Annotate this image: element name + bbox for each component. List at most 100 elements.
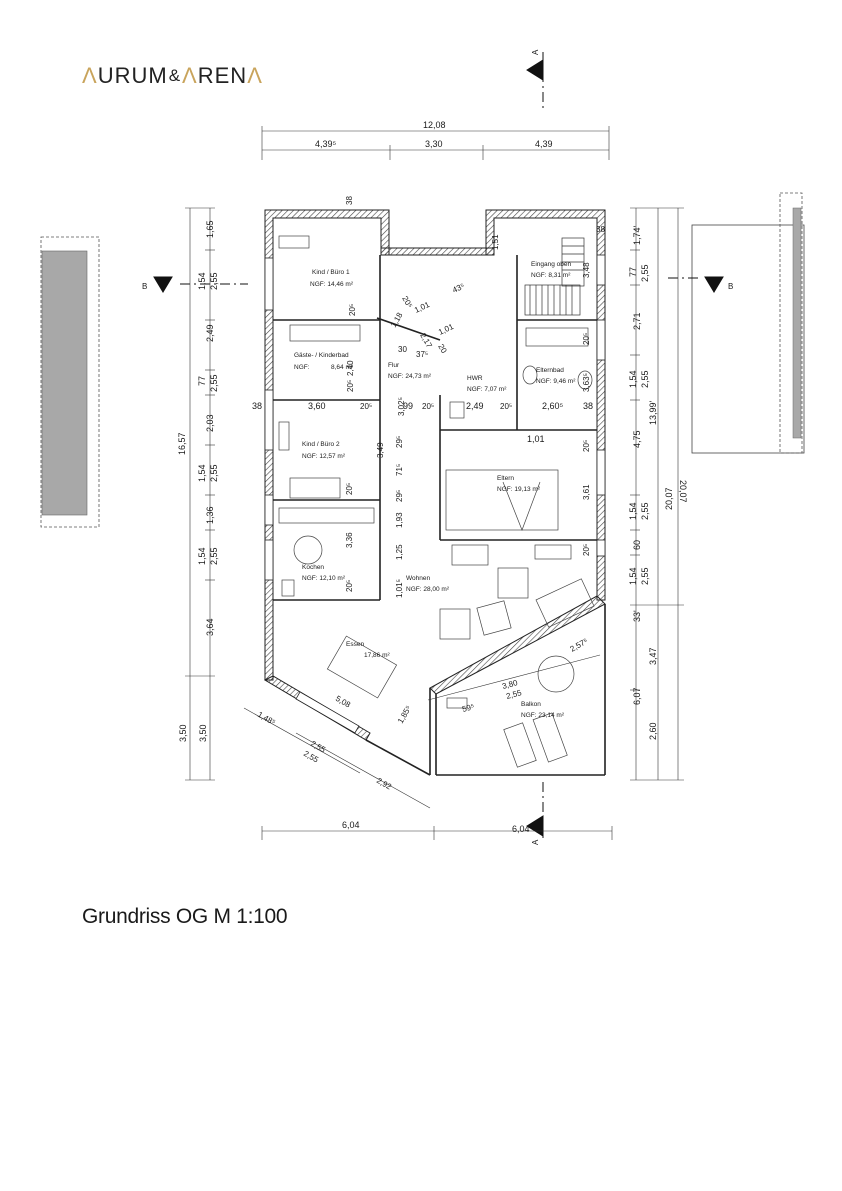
- dim-left: 3,50: [178, 724, 188, 742]
- dim-row: 38: [583, 401, 593, 411]
- room-name: Eltern: [497, 475, 514, 482]
- dim-left: 2,55: [209, 464, 219, 482]
- dim-row: 20⁵: [422, 402, 434, 411]
- dim-misc: 3,80: [501, 678, 519, 691]
- dim-misc: 2,57⁵: [569, 636, 590, 653]
- dim-right: 2,55: [640, 502, 650, 520]
- dim-right: 1,54: [628, 567, 638, 585]
- room-area: 8,64 m²: [331, 364, 354, 371]
- logo-a-glyph: Λ: [247, 63, 263, 88]
- dim-misc: 1,85⁵: [396, 704, 413, 725]
- dim-right: 1,54: [628, 502, 638, 520]
- dims-left: 16,57 1,65 1,54 2,55 2,49 77 2,55 2,03 1…: [177, 220, 219, 742]
- dim-right: 6,07: [632, 687, 642, 705]
- dim-misc: 20: [436, 343, 449, 356]
- dim-right-total: 20,07: [664, 487, 674, 510]
- dim-top-a: 4,39⁵: [315, 139, 337, 149]
- dims-right: 1,74' 77 2,55 2,71 1,54 2,55 13,99' 4,75…: [628, 225, 688, 740]
- dim-left: 77: [197, 376, 207, 386]
- dim-left: 3,64: [205, 618, 215, 636]
- dim-misc: 3,61: [582, 484, 591, 500]
- dim-right: 2,71: [632, 312, 642, 330]
- room-area: NGF: 12,10 m²: [302, 575, 346, 582]
- plan-caption: Grundriss OG M 1:100: [82, 905, 288, 928]
- dim-misc: 1,01⁵: [395, 579, 404, 598]
- dim-misc: 29⁵: [395, 436, 404, 448]
- dim-right: 2,60: [648, 722, 658, 740]
- dim-top-b: 3,30: [425, 139, 443, 149]
- dim-left: 2,49: [205, 324, 215, 342]
- logo-word-ren: REN: [197, 63, 248, 88]
- dim-right-mid: 13,99': [648, 400, 658, 425]
- dim-bottom-b: 6,04: [512, 824, 530, 834]
- dim-row: 99: [403, 401, 413, 411]
- dim-row: 3,60: [308, 401, 326, 411]
- dim-misc: 1,48⁵: [256, 710, 277, 727]
- dim-misc: 2,40: [346, 360, 355, 376]
- dim-left: 2,55: [209, 374, 219, 392]
- dim-misc: 43⁵: [451, 281, 466, 294]
- dim-right: 1,74': [632, 225, 642, 245]
- dim-misc: 3,36: [345, 532, 354, 548]
- dim-right: 2,55: [640, 370, 650, 388]
- dim-left-total: 16,57: [177, 432, 187, 455]
- interior-walls: [273, 255, 606, 776]
- room-name: Kind / Büro 2: [302, 441, 340, 448]
- logo-word-urum: URUM: [97, 63, 168, 88]
- dim-misc: 20⁵: [348, 304, 357, 316]
- dim-right: 2,55: [640, 567, 650, 585]
- dim-wall-38: 38: [345, 196, 354, 205]
- room-area: NGF: 14,46 m²: [310, 281, 354, 288]
- stairs: [524, 237, 585, 316]
- dim-left: 2,55: [209, 272, 219, 290]
- dim-right: 2,55: [640, 264, 650, 282]
- dim-right: 33': [632, 610, 642, 622]
- logo-a-glyph: Λ: [182, 63, 198, 88]
- logo-ampersand: &: [168, 66, 182, 85]
- dim-right: 1,54: [628, 370, 638, 388]
- dim-misc: 2,17: [418, 332, 434, 350]
- room-area: NGF: 9,46 m²: [536, 378, 576, 385]
- section-label-b-right: B: [728, 282, 733, 291]
- room-name: Eingang oben: [531, 261, 572, 268]
- dim-row: 38: [252, 401, 262, 411]
- room-area: NGF: 28,00 m²: [406, 586, 450, 593]
- dimension-lines: [185, 126, 684, 840]
- dim-top-total: 12,08: [423, 120, 446, 130]
- dim-left: 3,50: [198, 724, 208, 742]
- room-area: NGF: 12,57 m²: [302, 453, 346, 460]
- dim-misc: 3,02⁵: [397, 397, 406, 416]
- dim-misc: 20⁵: [346, 380, 355, 392]
- room-name: Gäste- / Kinderbad: [294, 352, 349, 359]
- dim-misc: 71⁵: [395, 464, 404, 476]
- room-area: NGF: 24,73 m²: [388, 373, 432, 380]
- dim-misc: 1,93: [395, 512, 404, 528]
- dim-misc: 2,92: [375, 776, 393, 792]
- dim-misc: 59⁵: [461, 702, 475, 714]
- dim-misc: 29⁵: [395, 490, 404, 502]
- dim-right-total: 20,07: [678, 480, 688, 503]
- dim-row: 20⁵: [360, 402, 372, 411]
- dim-misc: 30: [398, 345, 407, 354]
- room-area-label: NGF:: [294, 364, 310, 371]
- furniture: [278, 235, 595, 768]
- dim-misc: 1,25: [395, 544, 404, 560]
- room-name: HWR: [467, 375, 483, 382]
- dim-misc: 37⁵: [416, 350, 428, 359]
- dim-misc: 20⁵: [582, 544, 591, 556]
- dim-misc: 3,48: [582, 262, 591, 278]
- dim-misc: 20⁵: [582, 333, 591, 345]
- dim-misc: 38: [596, 225, 605, 234]
- dim-left: 1,54: [197, 547, 207, 565]
- dim-bottom-a: 6,04: [342, 820, 360, 830]
- section-label-b-left: B: [142, 282, 147, 291]
- dim-left: 1,54: [197, 272, 207, 290]
- dim-misc: 3,49: [376, 442, 385, 458]
- dim-left: 1,36: [205, 506, 215, 524]
- dim-right: 60: [632, 540, 642, 550]
- dims-top: 12,08 4,39⁵ 3,30 4,39 6,04 6,04 38: [315, 120, 553, 834]
- room-area: NGF: 8,31 m²: [531, 272, 571, 279]
- room-name: Kochen: [302, 564, 324, 571]
